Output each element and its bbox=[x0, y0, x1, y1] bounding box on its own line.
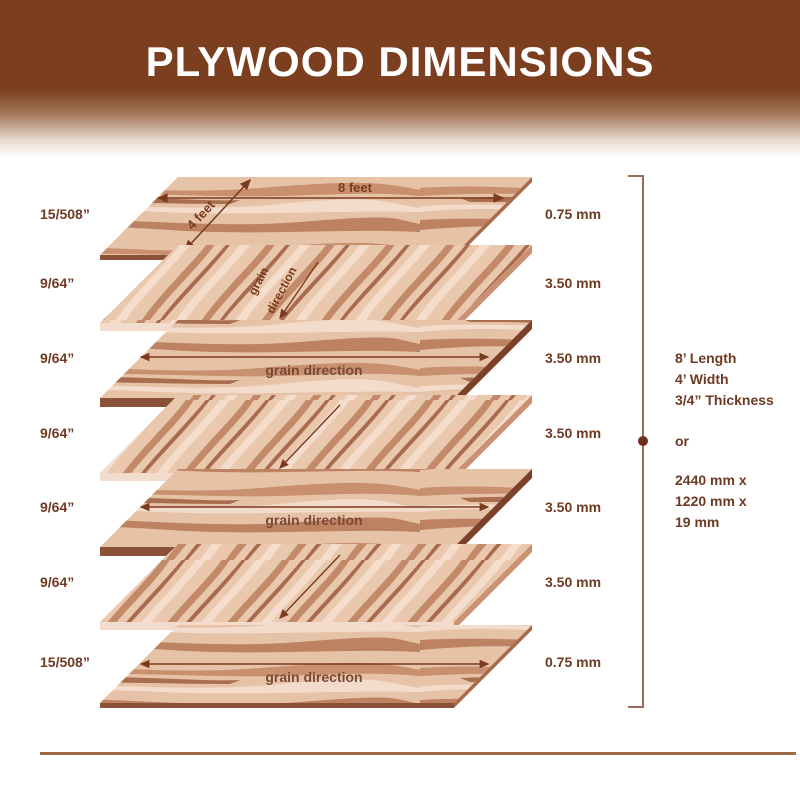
summary-metric-length: 2440 mm x bbox=[675, 472, 747, 488]
layer-7-back-veneer: grain direction bbox=[100, 625, 532, 708]
layer-1-face-veneer: 8 feet 4 feet bbox=[100, 177, 532, 260]
bracket-midpoint-dot bbox=[638, 436, 648, 446]
layer-4-thickness-mm: 3.50 mm bbox=[545, 425, 602, 441]
page-title: PLYWOOD DIMENSIONS bbox=[145, 38, 655, 85]
layer-1-thickness-mm: 0.75 mm bbox=[545, 206, 602, 222]
summary-metric-width: 1220 mm x bbox=[675, 493, 747, 509]
layer-6-thickness-mm: 3.50 mm bbox=[545, 574, 602, 590]
layer-3-thickness-mm: 3.50 mm bbox=[545, 350, 602, 366]
layer-5-thickness-mm: 3.50 mm bbox=[545, 499, 602, 515]
summary-metric-thickness: 19 mm bbox=[675, 514, 720, 530]
footer-divider bbox=[40, 752, 796, 755]
bracket-top-tick bbox=[628, 175, 644, 177]
bracket-bottom-tick bbox=[628, 706, 644, 708]
svg-text:grain direction: grain direction bbox=[265, 362, 362, 378]
svg-text:grain direction: grain direction bbox=[265, 669, 362, 685]
title-banner: PLYWOOD DIMENSIONS bbox=[0, 0, 800, 160]
layer-1-thickness-inches: 15/508” bbox=[40, 206, 90, 222]
length-annotation: 8 feet bbox=[338, 180, 373, 195]
layer-7-thickness-inches: 15/508” bbox=[40, 654, 90, 670]
layer-2-thickness-inches: 9/64” bbox=[40, 275, 75, 291]
summary-separator: or bbox=[675, 433, 689, 449]
layer-4-cross-ply bbox=[100, 395, 532, 481]
layer-3-long-ply: grain direction bbox=[100, 320, 532, 407]
layer-7-thickness-mm: 0.75 mm bbox=[545, 654, 602, 670]
layer-5-thickness-inches: 9/64” bbox=[40, 499, 75, 515]
layer-4-thickness-inches: 9/64” bbox=[40, 425, 75, 441]
layer-6-thickness-inches: 9/64” bbox=[40, 574, 75, 590]
metric-dimensions: 2440 mm x 1220 mm x 19 mm bbox=[675, 470, 747, 533]
svg-text:grain direction: grain direction bbox=[265, 512, 362, 528]
imperial-dimensions: 8’ Length 4’ Width 3/4” Thickness bbox=[675, 348, 774, 411]
layer-6-cross-ply bbox=[100, 544, 532, 630]
layer-5-long-ply: grain direction bbox=[100, 469, 532, 556]
summary-length: 8’ Length bbox=[675, 350, 737, 366]
layer-3-thickness-inches: 9/64” bbox=[40, 350, 75, 366]
layer-2-thickness-mm: 3.50 mm bbox=[545, 275, 602, 291]
summary-thickness: 3/4” Thickness bbox=[675, 392, 774, 408]
summary-width: 4’ Width bbox=[675, 371, 729, 387]
